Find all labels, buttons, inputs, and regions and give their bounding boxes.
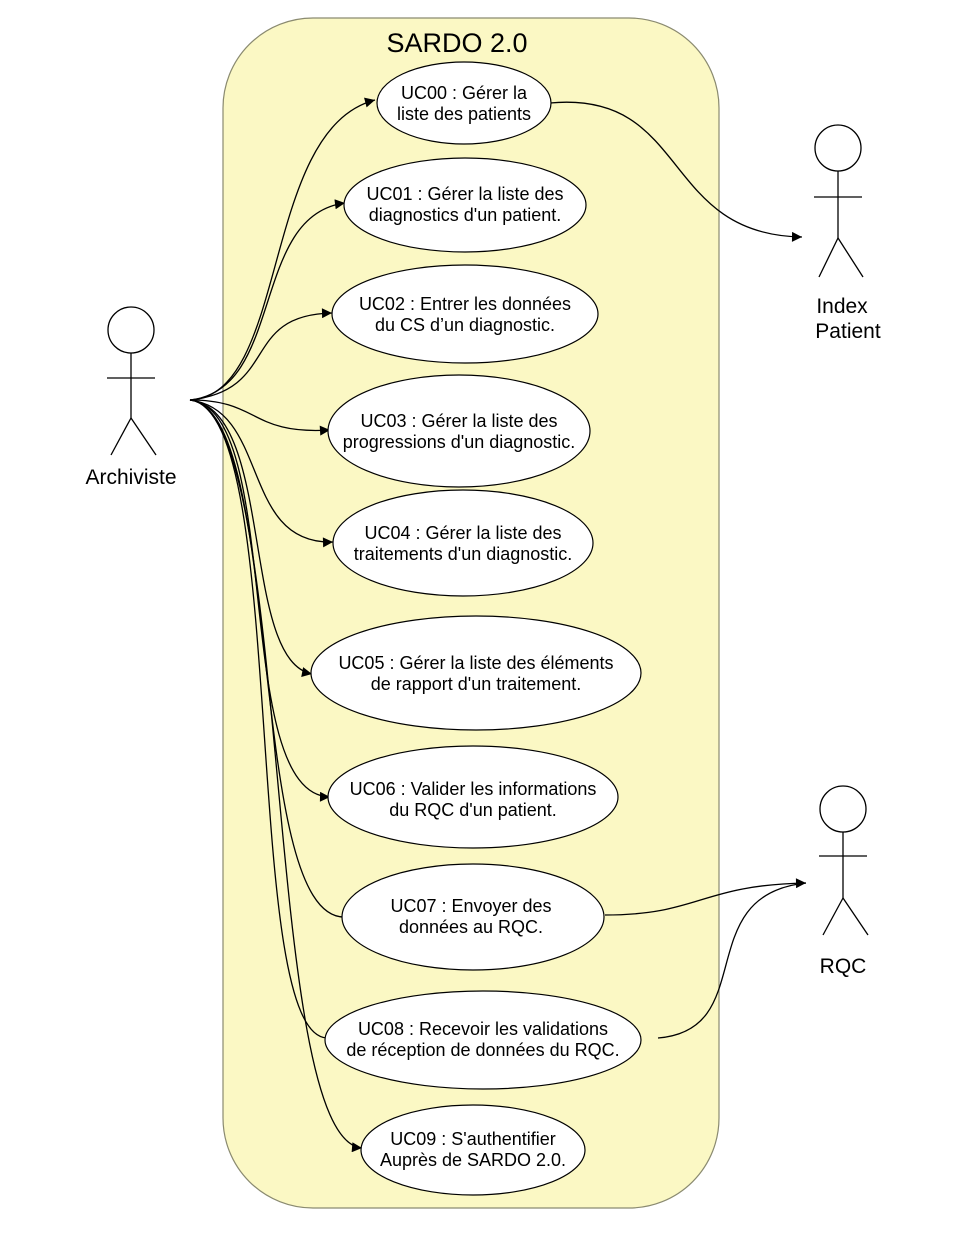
actor-index-patient[interactable]: Index Patient (814, 124, 881, 343)
associations (189, 97, 807, 1153)
use-case-label: UC07 : Envoyer des (390, 896, 551, 916)
use-case-ellipse (343, 157, 587, 253)
use-case-uc06[interactable]: UC06 : Valider les informations du RQC d… (327, 745, 619, 849)
system-title: SARDO 2.0 (386, 28, 527, 58)
use-case-ellipse (310, 615, 642, 731)
association-uc00-index-patient (549, 101, 803, 242)
association-archiviste-uc01 (189, 199, 346, 401)
use-case-label: données au RQC. (399, 917, 543, 937)
association-archiviste-uc03 (189, 399, 331, 436)
use-case-ellipse (327, 374, 591, 488)
association-uc07-rqc (604, 878, 807, 916)
use-case-ellipse (327, 745, 619, 849)
use-case-label: de réception de données du RQC. (346, 1040, 619, 1060)
use-case-uc07[interactable]: UC07 : Envoyer des données au RQC. (341, 863, 605, 971)
association-uc08-rqc (657, 882, 807, 1039)
use-case-ellipse (341, 863, 605, 971)
use-case-label: progressions d'un diagnostic. (343, 432, 576, 452)
use-case-label: du CS d’un diagnostic. (375, 315, 555, 335)
use-case-label: UC05 : Gérer la liste des éléments (338, 653, 613, 673)
use-case-label: UC08 : Recevoir les validations (358, 1019, 608, 1039)
use-case-uc08[interactable]: UC08 : Recevoir les validations de récep… (324, 990, 642, 1090)
use-case-label: UC09 : S'authentifier (390, 1129, 556, 1149)
actor-archiviste[interactable]: Archiviste (85, 306, 177, 489)
use-case-uc00[interactable]: UC00 : Gérer la liste des patients (376, 61, 552, 145)
use-case-label: UC02 : Entrer les données (359, 294, 571, 314)
use-case-label: traitements d'un diagnostic. (354, 544, 573, 564)
use-case-uc09[interactable]: UC09 : S'authentifier Auprès de SARDO 2.… (360, 1104, 586, 1196)
association-archiviste-uc09 (189, 399, 363, 1153)
use-case-ellipse (332, 489, 594, 597)
actor-right-leg-icon (837, 237, 864, 278)
actor-label: Patient (815, 320, 881, 343)
actor-head-icon (819, 785, 867, 833)
use-case-uc01[interactable]: UC01 : Gérer la liste des diagnostics d'… (343, 157, 587, 253)
use-case-label: UC04 : Gérer la liste des (364, 523, 561, 543)
actor-left-leg-icon (110, 417, 132, 456)
use-case-label: liste des patients (397, 104, 531, 124)
association-archiviste-uc00 (189, 97, 376, 401)
use-case-ellipse (331, 264, 599, 364)
use-case-label: UC01 : Gérer la liste des (366, 184, 563, 204)
use-cases: UC00 : Gérer la liste des patients UC01 … (310, 61, 642, 1196)
use-case-label: de rapport d'un traitement. (371, 674, 582, 694)
actor-head-icon (814, 124, 862, 172)
use-case-uc04[interactable]: UC04 : Gérer la liste des traitements d'… (332, 489, 594, 597)
actor-right-leg-icon (130, 417, 157, 456)
actor-label: RQC (820, 955, 867, 978)
association-archiviste-uc04 (189, 399, 334, 548)
use-case-uc05[interactable]: UC05 : Gérer la liste des éléments de ra… (310, 615, 642, 731)
use-case-label: diagnostics d'un patient. (369, 205, 562, 225)
use-case-label: UC00 : Gérer la (401, 83, 528, 103)
use-case-label: du RQC d'un patient. (389, 800, 557, 820)
use-case-uc02[interactable]: UC02 : Entrer les données du CS d’un dia… (331, 264, 599, 364)
use-case-uc03[interactable]: UC03 : Gérer la liste des progressions d… (327, 374, 591, 488)
use-case-ellipse (376, 61, 552, 145)
actor-left-leg-icon (818, 237, 839, 278)
actor-head-icon (107, 306, 155, 354)
use-case-ellipse (360, 1104, 586, 1196)
use-case-label: UC06 : Valider les informations (350, 779, 597, 799)
association-archiviste-uc07 (189, 399, 346, 918)
actor-rqc[interactable]: RQC (819, 785, 869, 978)
association-archiviste-uc05 (189, 399, 313, 677)
actor-left-leg-icon (822, 897, 844, 936)
association-archiviste-uc02 (189, 308, 333, 401)
actor-label: Index (816, 295, 868, 318)
actor-label: Archiviste (85, 466, 176, 489)
actor-right-leg-icon (842, 897, 869, 936)
use-case-label: UC03 : Gérer la liste des (360, 411, 557, 431)
use-case-ellipse (324, 990, 642, 1090)
use-case-label: Auprès de SARDO 2.0. (380, 1150, 566, 1170)
